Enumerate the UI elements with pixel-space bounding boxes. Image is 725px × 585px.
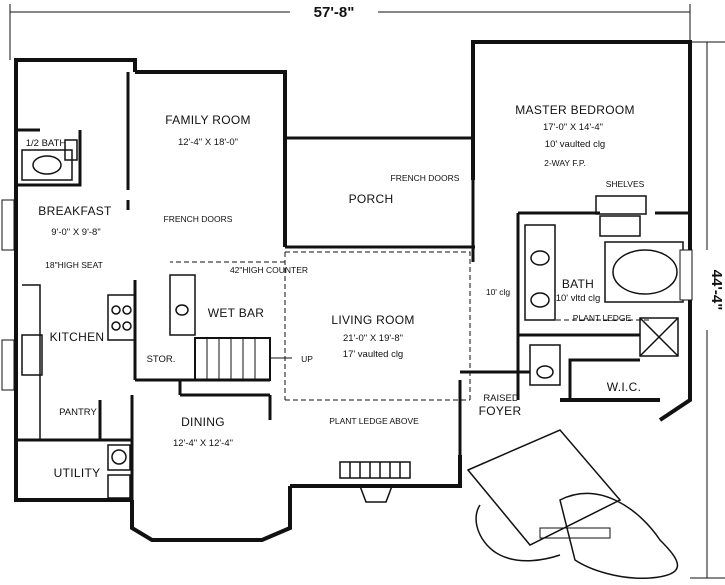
utility-appliances: [107, 444, 131, 499]
width-dimension: 57'-8": [314, 4, 355, 21]
dining-name: DINING: [181, 415, 225, 429]
master-bedroom-ceiling: 10' vaulted clg: [545, 139, 605, 150]
note-french-doors-porch: FRENCH DOORS: [391, 173, 460, 183]
kitchen-name: KITCHEN: [50, 330, 105, 344]
dimension-lines: [9, 4, 725, 579]
wic-name: W.I.C.: [607, 380, 641, 394]
note-plant-ledge-above: PLANT LEDGE ABOVE: [329, 416, 419, 426]
living-room-ceiling: 17' vaulted clg: [343, 349, 403, 360]
porch-name: PORCH: [349, 192, 394, 206]
master-fireplace: [595, 195, 647, 237]
bath-ceiling: 10' vltd clg: [556, 293, 601, 304]
breakfast-size: 9'-0" X 9'-8": [51, 227, 100, 238]
depth-dimension: 44'-4": [708, 270, 725, 311]
exterior-walls: [14, 40, 692, 542]
note-fireplace: 2-WAY F.P.: [544, 158, 586, 168]
living-room-name: LIVING ROOM: [331, 313, 414, 327]
dining-size: 12'-4" X 12'-4": [173, 438, 233, 449]
bath-name: BATH: [562, 277, 594, 291]
wet-bar-name: WET BAR: [208, 306, 265, 320]
kitchen-counters: [21, 274, 196, 440]
master-bedroom-name: MASTER BEDROOM: [515, 103, 635, 117]
vanities: [524, 224, 679, 386]
foyer-name: FOYER: [479, 404, 522, 418]
family-room-size: 12'-4" X 18'-0": [178, 137, 238, 148]
note-clg-10: 10' clg: [486, 287, 511, 297]
note-counter: 42"HIGH COUNTER: [230, 265, 308, 275]
tub: [604, 241, 684, 303]
living-room-size: 21'-0" X 19'-8": [343, 333, 403, 344]
master-bedroom-size: 17'-0" X 14'-4": [543, 122, 603, 133]
breakfast-name: BREAKFAST: [38, 204, 112, 218]
note-plant-ledge: PLANT LEDGE: [573, 313, 632, 323]
family-room-name: FAMILY ROOM: [165, 113, 251, 127]
note-french-doors-family: FRENCH DOORS: [164, 214, 233, 224]
stor-name: STOR.: [147, 354, 176, 365]
note-seat: 18"HIGH SEAT: [45, 260, 103, 270]
stair: [194, 337, 292, 381]
half-bath-name: 1/2 BATH: [26, 138, 67, 149]
note-up: UP: [301, 354, 313, 364]
pantry-name: PANTRY: [59, 407, 97, 418]
note-shelves: SHELVES: [606, 179, 645, 189]
dashed-boundaries: [170, 251, 650, 401]
entry-stoop: [466, 429, 679, 579]
utility-name: UTILITY: [54, 466, 101, 480]
windows: [1, 199, 693, 539]
fireplace: [339, 461, 411, 503]
half-bath-fixtures: [21, 139, 78, 181]
foyer-prefix: RAISED: [483, 393, 519, 404]
